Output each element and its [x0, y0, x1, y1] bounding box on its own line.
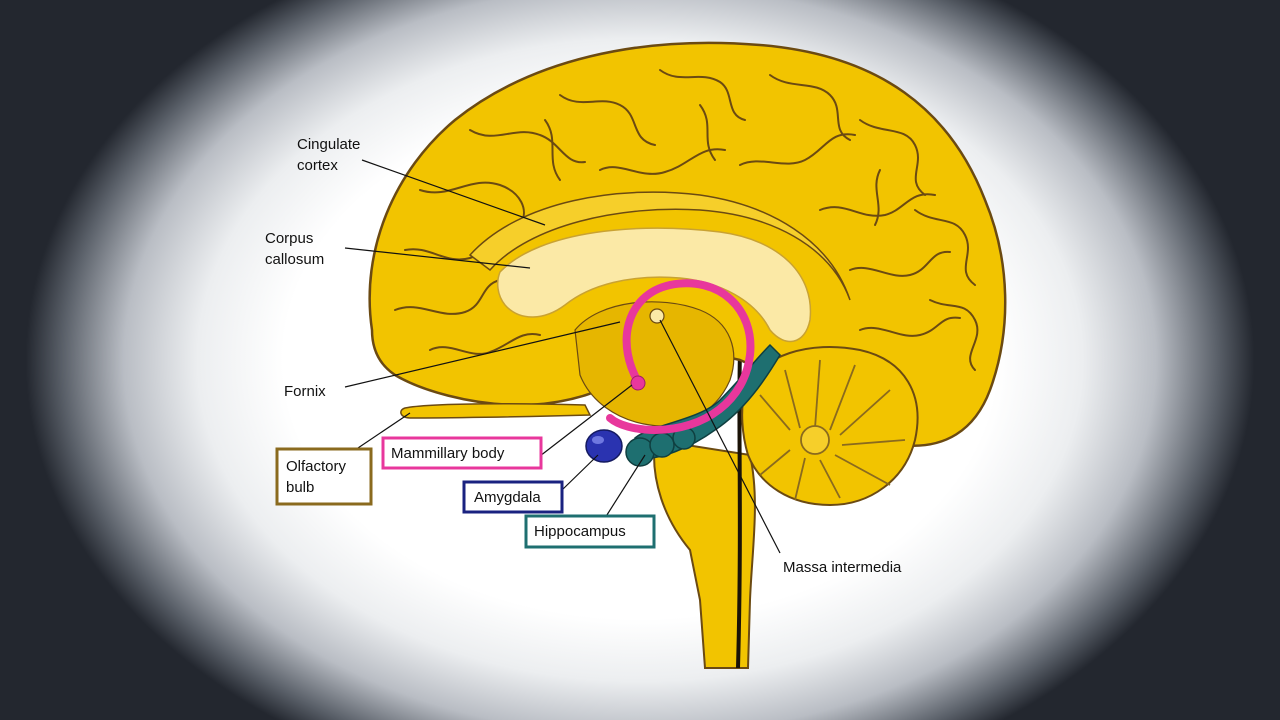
corpus-callosum: [496, 227, 812, 343]
cingulate-cortex: [468, 191, 851, 301]
massa-intermedia-shape: [649, 308, 665, 324]
amygdala-shape: [585, 429, 623, 463]
label-cingulate-line1: Cingulate: [297, 136, 361, 153]
cortex-folds: [394, 69, 979, 371]
thalamus: [574, 301, 735, 427]
olfactory-box: [275, 447, 373, 506]
label-amygdala: Amygdala: [474, 489, 541, 506]
olfactory-tract: [400, 403, 592, 419]
amygdala-highlight: [592, 436, 604, 444]
label-olfactory-line2: bulb: [286, 479, 315, 496]
mammillary-box: [381, 436, 543, 470]
amygdala-box: [462, 480, 564, 514]
label-olfactory-line1: Olfactory: [286, 458, 347, 475]
label-corpus-line1: Corpus: [265, 230, 314, 247]
cerebellum-folia: [759, 359, 906, 501]
label-massa-intermedia: Massa intermedia: [783, 559, 902, 576]
brainstem: [653, 438, 756, 669]
mammillary-shape: [630, 375, 646, 391]
leader-lines: [344, 159, 781, 554]
label-fornix: Fornix: [284, 383, 326, 400]
label-cingulate-line2: cortex: [297, 157, 338, 174]
label-corpus-line2: callosum: [265, 251, 325, 268]
hippocampus-box: [524, 514, 656, 549]
cerebellum: [741, 346, 919, 507]
fornix-shape: [606, 279, 755, 435]
label-mammillary: Mammillary body: [391, 445, 505, 462]
label-hippocampus: Hippocampus: [534, 523, 626, 540]
